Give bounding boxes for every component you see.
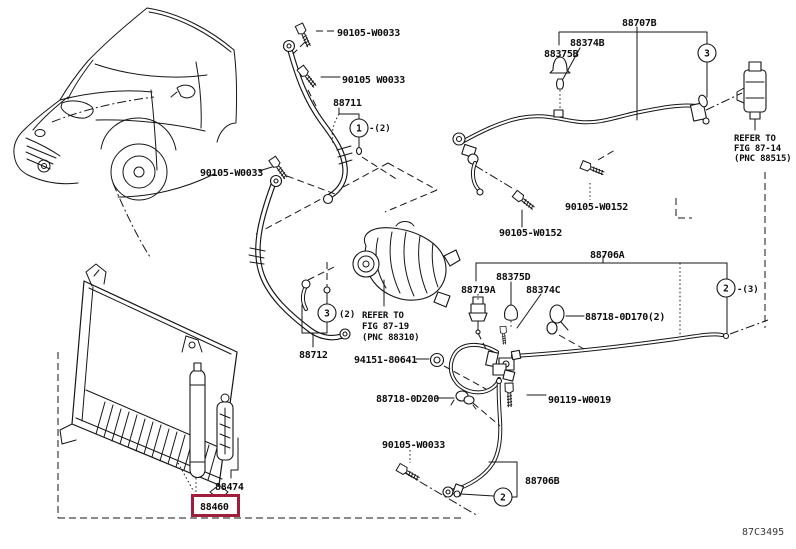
label-88375d[interactable]: 88375D [496,272,531,283]
label-88460[interactable]: 88460 [200,502,229,513]
label-88707b[interactable]: 88707B [622,18,657,29]
callout-3a[interactable]: 3 [697,43,717,63]
refer-note-87-19-line3: (PNC 88310) [362,333,419,343]
callout-2a[interactable]: 2 -(3) [716,278,759,298]
highlighted-part[interactable]: 88460 [191,494,240,517]
drawing-code: 87C3495 [742,527,784,538]
highlight-box[interactable] [191,494,240,517]
label-88706a[interactable]: 88706A [590,250,625,261]
label-90119-w0019[interactable]: 90119-W0019 [548,395,612,406]
refer-note-87-14-line1: REFER TO [734,134,777,144]
pipe-88707b-illustration [452,56,767,196]
label-90105-w0033-top[interactable]: 90105-W0033 [337,28,401,39]
callout-2a-qty: -(3) [737,285,759,295]
label-90105-w0152-right[interactable]: 90105-W0152 [565,202,629,213]
label-88374c[interactable]: 88374C [526,285,561,296]
refer-note-87-19-line2: FIG 87-19 [362,322,409,332]
callout-2b-number: 2 [500,493,506,504]
callout-3a-number: 3 [704,49,710,60]
callout-2b[interactable]: 2 [493,487,513,507]
label-88718-0d170[interactable]: 88718-0D170(2) [585,312,665,323]
callout-1-number: 1 [356,124,362,135]
compressor-illustration [352,221,461,308]
refer-note-87-19-line1: REFER TO [362,311,405,321]
hose-88712-illustration [248,174,351,341]
label-88712[interactable]: 88712 [299,350,328,361]
label-90105-w0033-left[interactable]: 90105-W0033 [200,168,264,179]
condenser-illustration [59,263,238,501]
refer-note-87-14-line2: FIG 87-14 [734,144,782,154]
fasteners [268,22,606,483]
label-90105-w0152-left[interactable]: 90105-W0152 [499,228,563,239]
hose-88711-illustration [282,39,353,205]
callout-1-qty: -(2) [369,124,391,134]
label-90105-w0033-bottom[interactable]: 90105-W0033 [382,440,446,451]
label-88718-0d200[interactable]: 88718-0D200 [376,394,440,405]
callout-2a-number: 2 [723,284,729,295]
label-88375b[interactable]: 88375B [544,49,579,60]
car-illustration [13,7,238,201]
label-88711[interactable]: 88711 [333,98,362,109]
part-labels: 90105-W0033 90105 W0033 88711 90105-W003… [200,18,665,493]
refer-notes: REFER TO FIG 87-14 (PNC 88515) REFER TO … [362,134,792,343]
pipe-88706b-illustration [442,363,516,498]
callouts: 1 -(2) 3 3 (2) 2 -(3) 2 [317,43,759,507]
callout-3b-qty: (2) [339,310,355,320]
label-88374b[interactable]: 88374B [570,38,605,49]
callout-3b[interactable]: 3 (2) [317,303,355,323]
association-lines [57,92,769,519]
label-94151-80641[interactable]: 94151-80641 [354,355,418,366]
refer-note-87-14-line3: (PNC 88515) [734,154,791,164]
label-90105-w0033-mid[interactable]: 90105 W0033 [342,75,406,86]
callout-1[interactable]: 1 -(2) [349,118,391,138]
label-88474[interactable]: 88474 [215,482,244,493]
pipe-88706a-illustration [448,296,730,395]
label-88719a[interactable]: 88719A [461,285,496,296]
label-88706b[interactable]: 88706B [525,476,560,487]
callout-3b-number: 3 [324,309,330,320]
leader-lines [177,26,756,498]
